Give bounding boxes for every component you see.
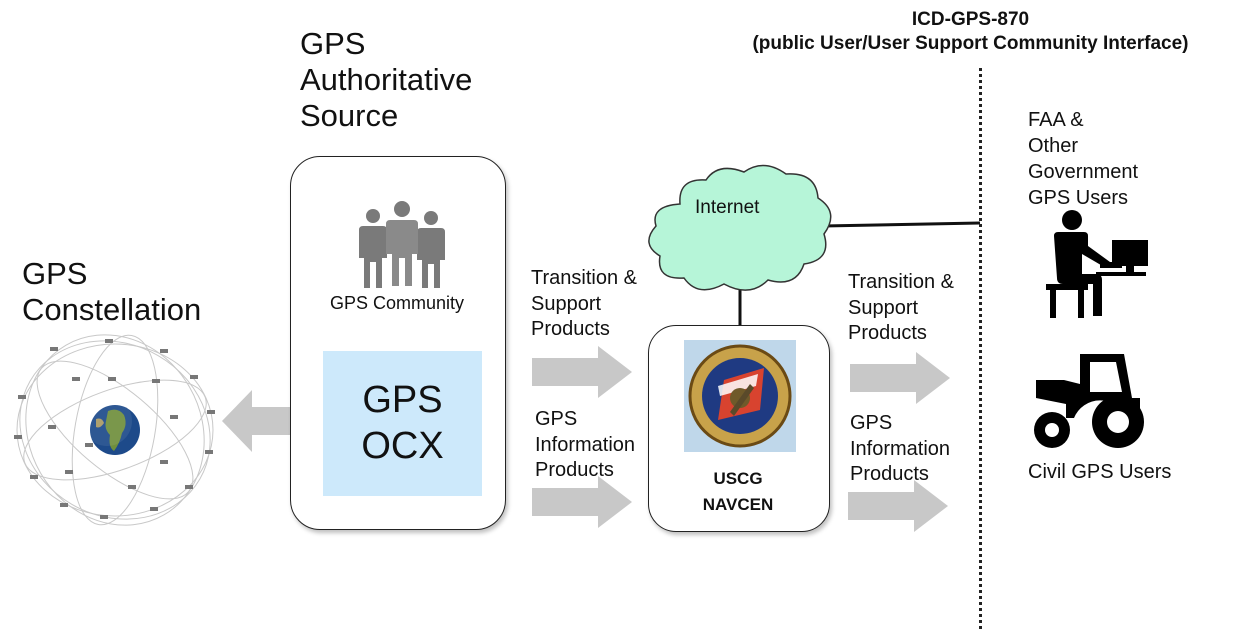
constellation-diagram [14, 334, 215, 526]
internet-label: Internet [695, 197, 760, 218]
satellites [14, 339, 215, 519]
navcen-label-line2: NAVCEN [702, 494, 774, 514]
left-information-line2: Information [535, 433, 636, 456]
right-information-arrow [848, 480, 948, 532]
constellation-label-line2: Constellation [22, 291, 202, 327]
right-information-line2: Information [850, 437, 951, 460]
left-transition-line3: Products [531, 318, 610, 341]
right-transition-line3: Products [848, 322, 927, 345]
government-users-line2: Other [1028, 135, 1079, 157]
left-transition-line1: Transition & [531, 267, 637, 289]
interface-title-line1: ICD-GPS-870 [911, 9, 1030, 30]
ocx-label-line1: GPS [362, 379, 443, 421]
navcen-label-line1: USCG [713, 469, 763, 488]
government-users-line3: Government [1028, 161, 1139, 183]
left-information-products-label: GPS Information Products [535, 407, 635, 484]
right-information-line3: Products [850, 463, 929, 486]
right-transition-line2: Support [848, 296, 919, 319]
tractor-icon [1034, 354, 1144, 448]
left-transition-products-label: Transition & Support Products [531, 266, 637, 343]
left-information-line1: GPS [535, 408, 578, 430]
gps-community-label: GPS Community [329, 293, 465, 313]
right-transition-line1: Transition & [848, 271, 954, 293]
uscg-seal-icon [684, 340, 796, 452]
civil-users-label: Civil GPS Users [1028, 461, 1172, 483]
ocx-label: GPS OCX [323, 378, 482, 469]
authoritative-source-line3: Source [300, 97, 399, 133]
left-information-line3: Products [535, 459, 614, 482]
left-transition-arrow [532, 346, 632, 398]
constellation-label: GPS Constellation [22, 256, 201, 328]
computer-user-icon [1046, 210, 1148, 318]
left-transition-line2: Support [531, 292, 602, 315]
interface-title-line2: (public User/User Support Community Inte… [752, 33, 1189, 55]
government-users-label: FAA & Other Government GPS Users [1028, 107, 1138, 211]
people-icon [359, 201, 445, 288]
authoritative-source-line1: GPS [300, 26, 366, 61]
right-transition-products-label: Transition & Support Products [848, 270, 954, 347]
government-users-line1: FAA & [1028, 109, 1084, 131]
internet-connections [648, 164, 981, 326]
authoritative-source-label: GPS Authoritative Source [300, 26, 472, 134]
public-interface-divider [979, 68, 982, 629]
authoritative-source-line2: Authoritative [300, 61, 473, 97]
right-information-products-label: GPS Information Products [850, 411, 950, 488]
government-users-line4: GPS Users [1028, 187, 1129, 209]
left-information-arrow [532, 476, 632, 528]
navcen-label: USCG NAVCEN [648, 466, 828, 517]
interface-title: ICD-GPS-870 (public User/User Support Co… [700, 8, 1241, 57]
internet-cloud-icon [648, 164, 832, 291]
constellation-label-line1: GPS [22, 256, 88, 291]
earth-icon [82, 396, 140, 455]
ocx-box [323, 351, 482, 496]
ocx-label-line2: OCX [361, 424, 444, 467]
right-information-line1: GPS [850, 412, 893, 434]
right-transition-arrow [850, 352, 950, 404]
